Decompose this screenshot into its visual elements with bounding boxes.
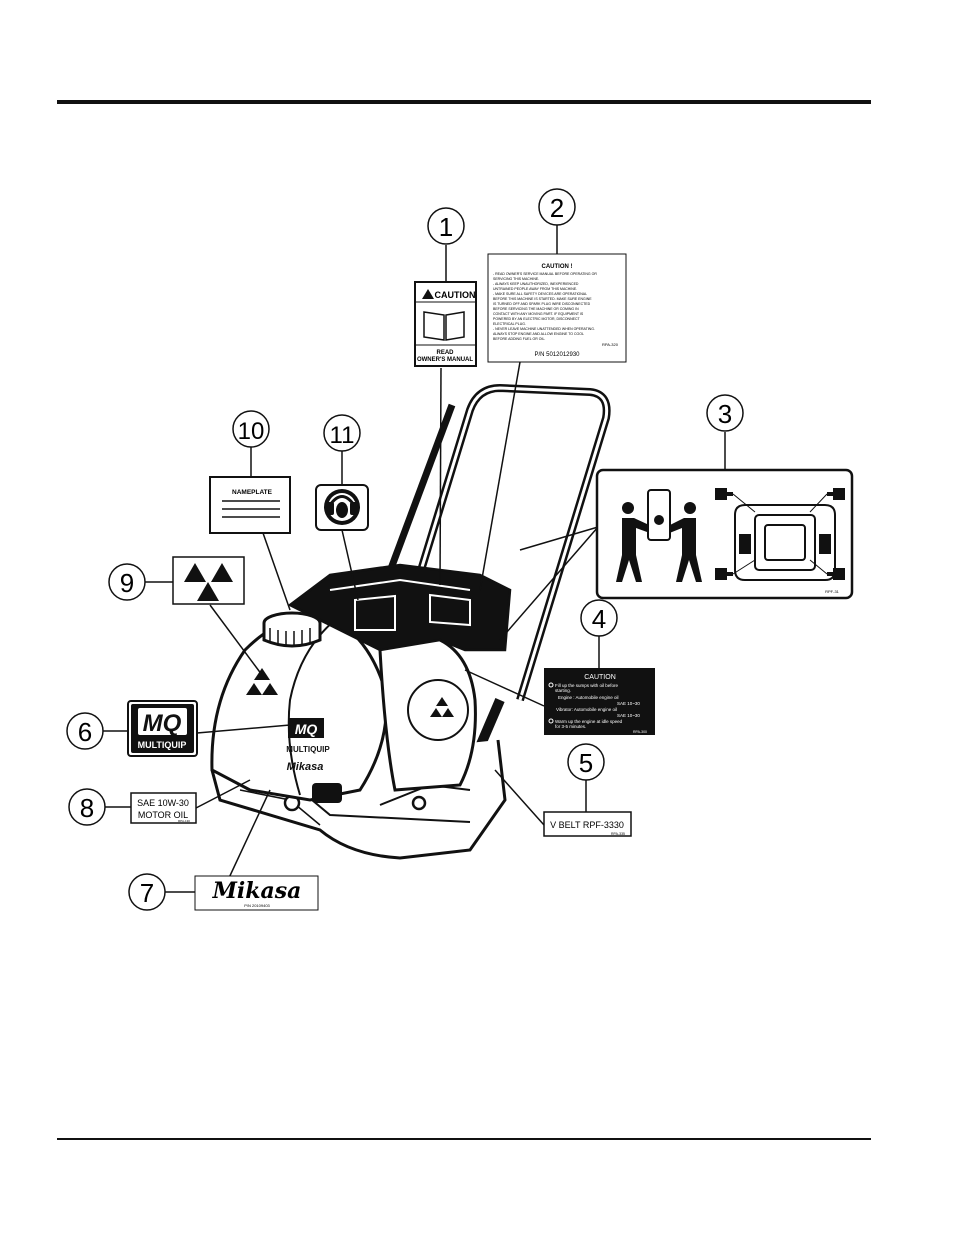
svg-text:2: 2 [550, 193, 564, 223]
decal-2-line: - MAKE SURE ALL SAFETY DEVICES ARE OPERA… [493, 292, 587, 296]
svg-text:11: 11 [330, 422, 355, 449]
decal-2-line: - ALWAYS KEEP UNAUTHORIZED, INEXPERIENCE… [493, 282, 579, 286]
svg-text:5: 5 [579, 748, 593, 778]
svg-text:7: 7 [140, 878, 154, 908]
machine-mikasa-text: Mikasa [287, 761, 324, 773]
callout-10: 10 [232, 410, 270, 448]
decal-7-pn: P/N 20109403 [244, 903, 270, 908]
decal-4-line: for 3-5 minutes. [555, 724, 586, 729]
decal-2-line: BEFORE ADDING FUEL OR OIL. [493, 337, 545, 341]
decal-2-line: - READ OWNER'S SERVICE MANUAL BEFORE OPE… [493, 272, 597, 276]
svg-text:3: 3 [718, 399, 732, 429]
decal-2-title: CAUTION ! [542, 264, 573, 270]
svg-text:4: 4 [592, 604, 606, 634]
decal-8-line2: MOTOR OIL [138, 810, 188, 820]
decal-nameplate: NAMEPLATE [209, 476, 291, 534]
machine-mq-logo: MQ [295, 721, 318, 737]
decal-4-code: RPA-300 [633, 730, 647, 734]
decal-2-line: POWERED BY AN ELECTRIC MOTOR, DISCONNECT [493, 317, 580, 321]
decal-2-line: UNTRAINED PEOPLE AWAY FROM THIS MACHINE. [493, 287, 577, 291]
mq-logo: MQ [143, 710, 182, 737]
decal-2-code: RPA-320 [602, 342, 619, 347]
decal-2-line: SERVICING THIS MACHINE. [493, 277, 539, 281]
callout-11: 11 [323, 414, 361, 452]
decal-mq-multiquip: MQ MULTIQUIP [127, 700, 198, 757]
leader-lines [103, 225, 726, 893]
decal-3-code: RPF-31 [825, 589, 840, 594]
decal-caution-text: CAUTION ! - READ OWNER'S SERVICE MANUAL … [487, 253, 627, 363]
hand-icons [715, 488, 845, 580]
top-rule [57, 100, 871, 104]
decal-1-line1: READ [436, 350, 454, 356]
decal-4-line: SAE 10~30 [617, 713, 640, 718]
svg-text:1: 1 [439, 212, 453, 242]
callout-4: 4 [580, 599, 618, 637]
svg-text:8: 8 [80, 793, 94, 823]
callout-9: 9 [108, 563, 146, 601]
decal-triangles [172, 556, 245, 605]
callouts: 1 2 3 4 5 6 7 8 9 10 11 [66, 188, 744, 911]
decal-4-line: Fill up the sumps with oil before [555, 683, 619, 688]
decal-5-code: RPA-335 [611, 832, 625, 836]
svg-text:9: 9 [120, 568, 134, 598]
callout-3: 3 [706, 394, 744, 432]
two-person-lift-icon [616, 489, 702, 582]
nameplate-title: NAMEPLATE [232, 489, 273, 496]
decal-v-belt: V BELT RPF-3330 RPA-335 [543, 811, 632, 837]
decal-4-line: Vibrator: Automobile engine oil [556, 707, 617, 712]
decal-4-line: Engine : Automobile engine oil [558, 695, 619, 700]
svg-text:6: 6 [78, 717, 92, 747]
decal-caution-read-manual: CAUTION READ OWNER'S MANUAL [414, 281, 477, 367]
decal-2-line: BEFORE THIS MACHINE IS STARTED. MAKE SUR… [493, 297, 592, 301]
machine-multiquip-text: MULTIQUIP [286, 745, 330, 754]
svg-text:10: 10 [238, 418, 265, 445]
decal-8-line1: SAE 10W-30 [137, 798, 189, 808]
decal-mikasa: Mikasa P/N 20109403 [194, 875, 319, 911]
plate-compactor-illustration: MQ MULTIQUIP Mikasa [210, 383, 611, 860]
callout-5: 5 [567, 743, 605, 781]
decal-2-line: IS TURNED OFF AND SPARK PLUG WIRE DISCON… [493, 302, 591, 306]
decal-2-line: - NEVER LEAVE MACHINE UNATTENDED WHEN OP… [493, 327, 595, 331]
decal-2-line: ELECTRICAL PLUG. [493, 322, 526, 326]
decal-4-line: SAE 10~30 [617, 701, 640, 706]
decal-lifting-points: RPF-31 [595, 468, 854, 600]
decal-sae-oil: SAE 10W-30 MOTOR OIL RPA-130 [130, 792, 197, 824]
mikasa-logo: Mikasa [212, 878, 302, 904]
callout-1: 1 [427, 207, 465, 245]
decal-2-line: ALWAYS STOP ENGINE AND ALLOW ENGINE TO C… [493, 332, 584, 336]
decal-oil-caution: CAUTION Fill up the sumps with oil befor… [544, 668, 655, 735]
decal-8-code: RPA-130 [178, 819, 190, 823]
decal-2-pn: P/N 5012012930 [534, 352, 580, 358]
callout-8: 8 [68, 788, 106, 826]
decal-4-line: starting. [555, 688, 571, 693]
decal-4-line: Warm up the engine at idle speed [555, 719, 623, 724]
multiquip-text: MULTIQUIP [138, 740, 187, 750]
decal-2-line: CONTACT WITH ANY MOVING PART. IF EQUIPME… [493, 312, 584, 316]
callout-7: 7 [128, 873, 166, 911]
decal-1-header: CAUTION [435, 290, 476, 300]
decal-2-line: BEFORE SERVICING THE MACHINE OR COMING I… [493, 307, 579, 311]
decal-5-text: V BELT RPF-3330 [550, 820, 624, 830]
callout-6: 6 [66, 712, 104, 750]
bottom-rule [57, 1138, 871, 1140]
lift-points-top-view-icon [734, 504, 836, 581]
ear-muff-icon [327, 502, 334, 515]
callout-2: 2 [538, 188, 576, 226]
decal-1-line2: OWNER'S MANUAL [417, 357, 473, 363]
decal-hearing-protection [315, 484, 369, 531]
decal-4-title: CAUTION [584, 674, 616, 681]
